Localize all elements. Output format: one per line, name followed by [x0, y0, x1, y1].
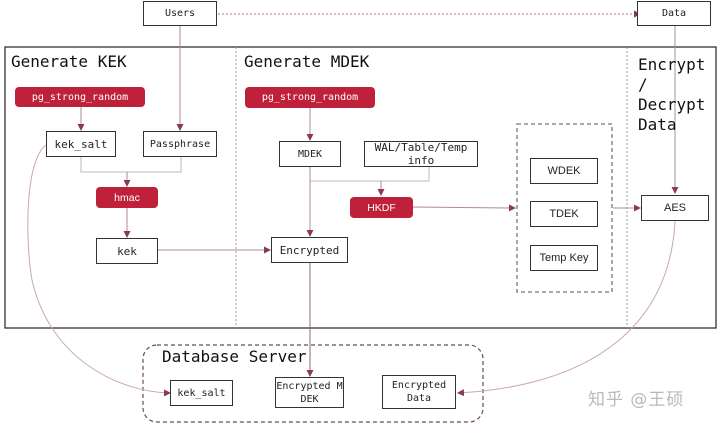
- db-kek-salt-node: kek_salt: [170, 380, 233, 406]
- hmac-node: hmac: [96, 187, 158, 208]
- derived-keys-group: [516, 123, 613, 293]
- passphrase-node: Passphrase: [143, 131, 217, 157]
- main-frame: [4, 46, 717, 329]
- aes-to-db-data-arrow: [457, 220, 676, 397]
- kek-node: kek: [96, 238, 158, 264]
- mdek-wal-to-hkdf-connector: [310, 167, 430, 182]
- kek-salt-node: kek_salt: [46, 131, 116, 157]
- mdek-node: MDEK: [279, 141, 341, 167]
- tdek-node: TDEK: [530, 201, 598, 227]
- hkdf-node: HKDF: [350, 197, 413, 218]
- data-node: Data: [637, 1, 711, 26]
- database-server-title: Database Server: [162, 347, 307, 366]
- kek-pg-strong-random: pg_strong_random: [15, 87, 145, 107]
- encrypted-node: Encrypted: [271, 237, 348, 263]
- database-server-group: [142, 344, 484, 423]
- generate-kek-title: Generate KEK: [11, 52, 127, 71]
- salt-to-db-salt-arrow: [27, 144, 171, 397]
- aes-node: AES: [641, 195, 709, 221]
- mdek-pg-strong-random: pg_strong_random: [245, 87, 375, 108]
- users-node: Users: [143, 1, 217, 26]
- db-encrypted-data-node: Encrypted Data: [382, 375, 456, 409]
- wdek-node: WDEK: [530, 158, 598, 184]
- hkdf-to-keys-arrow: [412, 204, 516, 212]
- generate-mdek-title: Generate MDEK: [244, 52, 370, 71]
- watermark: 知乎 @王硕: [588, 390, 685, 410]
- encrypt-decrypt-title: Encrypt / Decrypt Data: [638, 55, 706, 134]
- wal-table-temp-info-node: WAL/Table/Temp info: [364, 141, 478, 167]
- db-encrypted-mdek-node: Encrypted MDEK: [275, 377, 344, 408]
- temp-key-node: Temp Key: [530, 245, 598, 271]
- salt-pass-to-hmac-connector: [80, 157, 182, 173]
